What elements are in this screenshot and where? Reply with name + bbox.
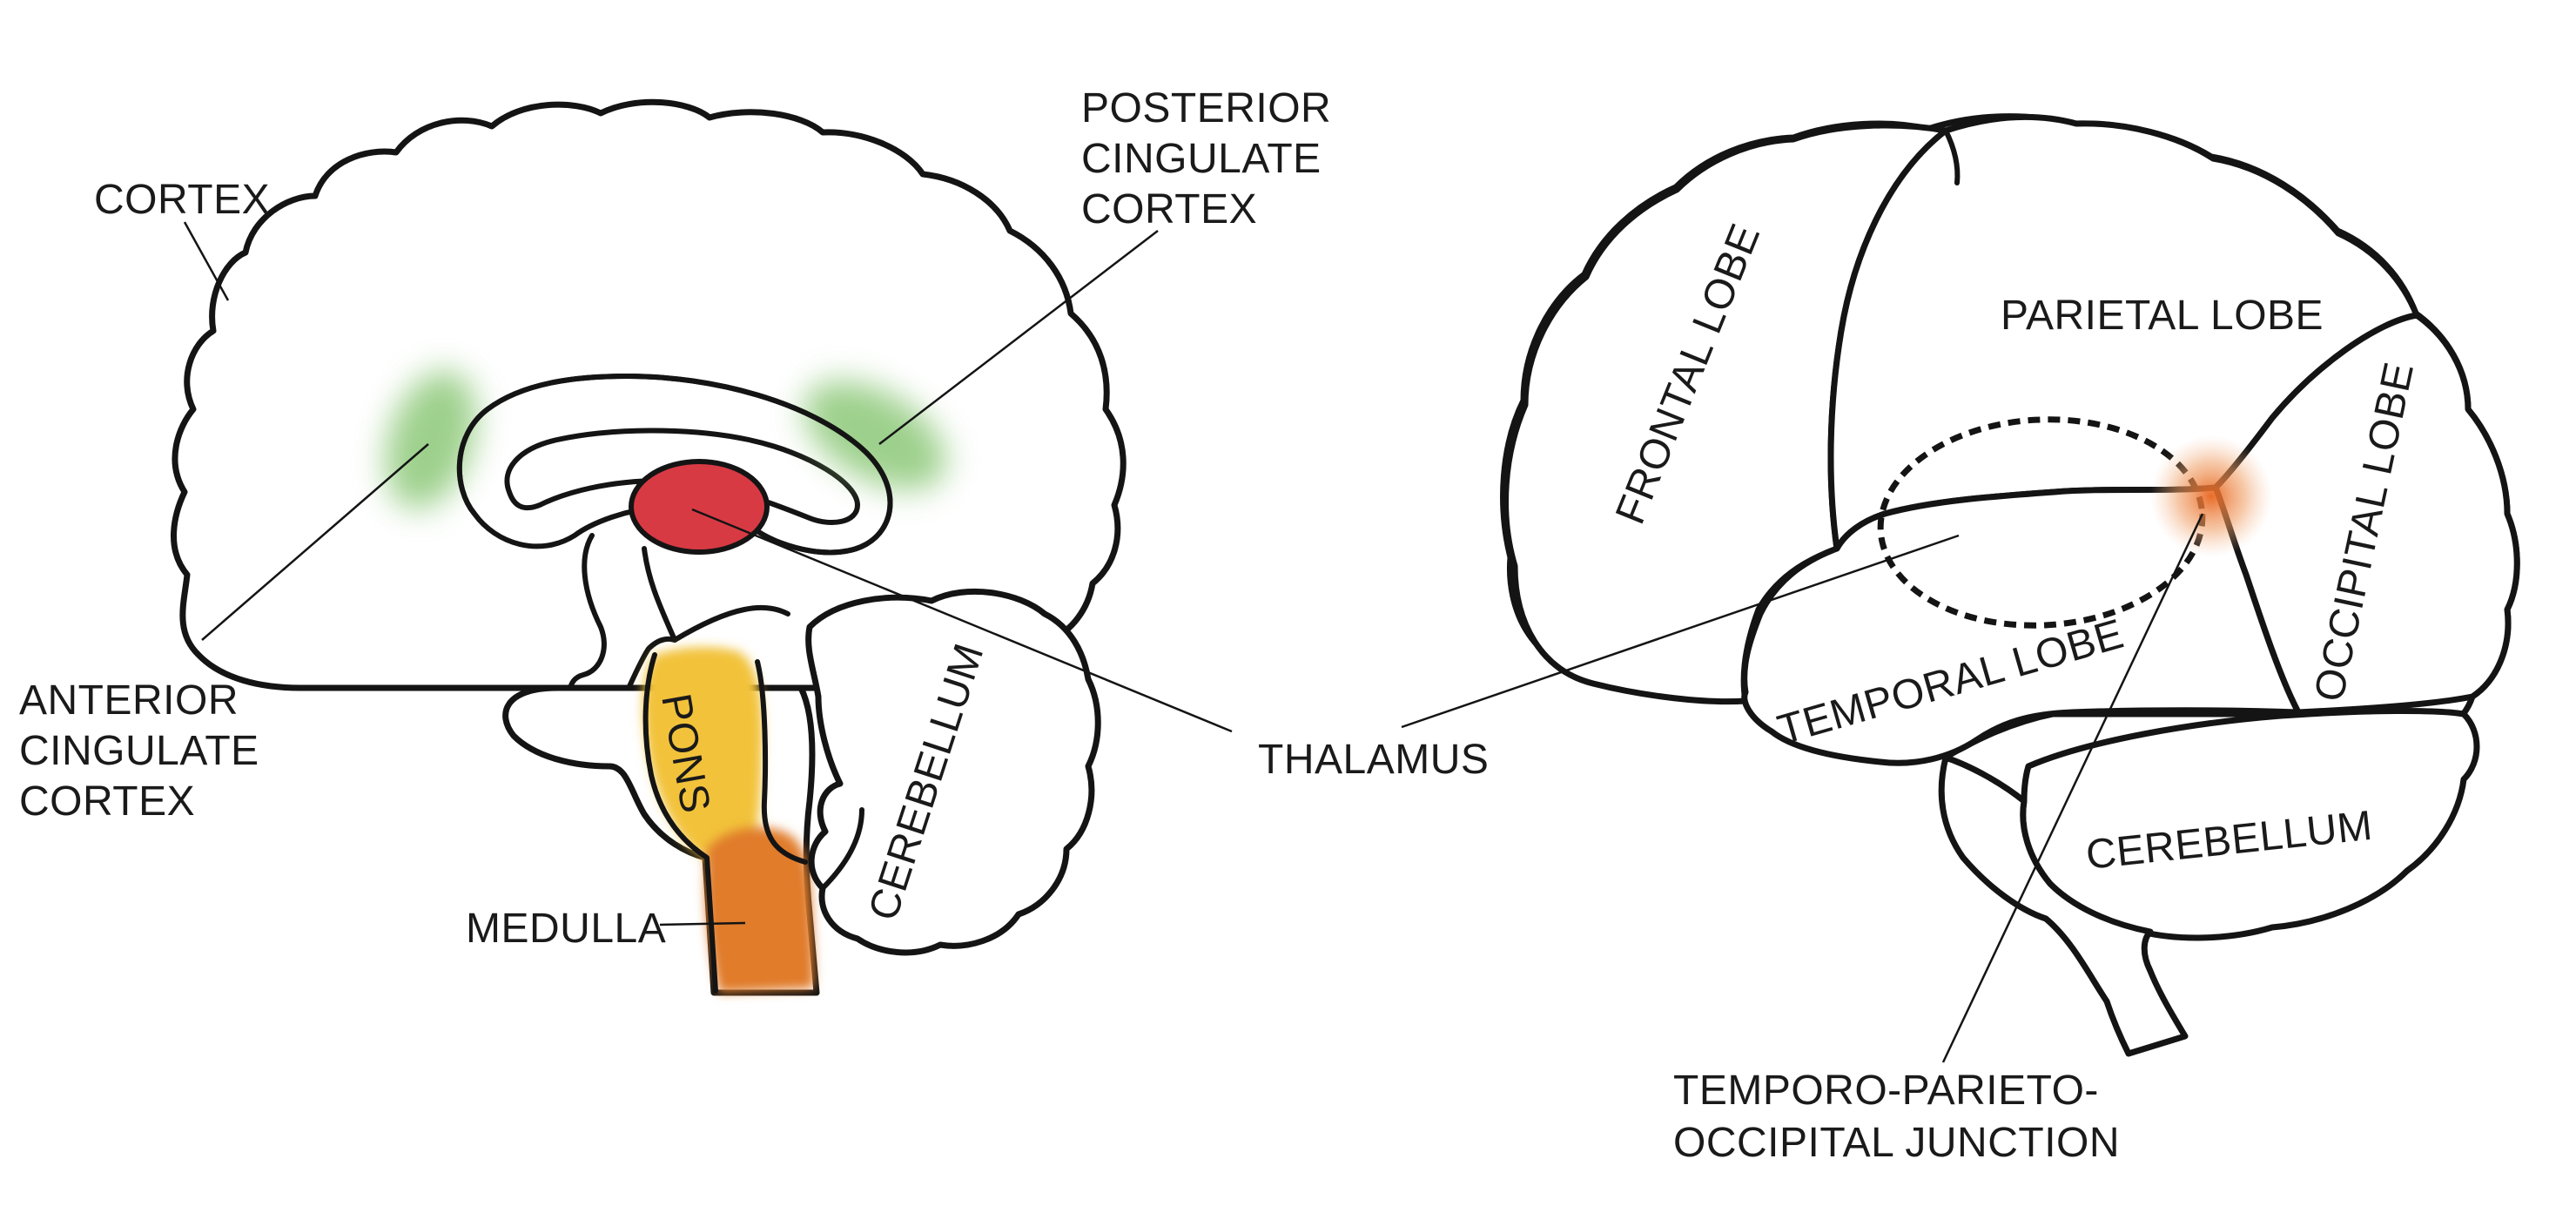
leader-thalamus-left [691, 508, 1233, 733]
label-medulla: MEDULLA [466, 906, 666, 952]
brainstem-lateral [1938, 754, 2189, 1057]
cerebellum-sagittal [805, 588, 1101, 956]
label-anterior-cingulate-3: CORTEX [19, 778, 195, 825]
leader-medulla [659, 921, 746, 926]
pons-lateral-edge [1943, 711, 2057, 760]
pons [642, 647, 763, 865]
anterior-cingulate-highlight [385, 370, 477, 509]
label-tpo-junction-2: OCCIPITAL JUNCTION [1673, 1120, 2120, 1166]
leader-thalamus-right [1401, 534, 1960, 729]
label-tpo-junction-1: TEMPORO-PARIETO- [1673, 1068, 2099, 1114]
lateral-ventricle [504, 428, 860, 525]
label-parietal-lobe: PARIETAL LOBE [2001, 293, 2324, 339]
fourth-ventricle [642, 546, 677, 643]
label-anterior-cingulate-2: CINGULATE [19, 728, 259, 774]
label-thalamus: THALAMUS [1258, 737, 1489, 783]
brainstem-top [672, 604, 790, 643]
sagittal-brain-view [171, 98, 1127, 996]
label-anterior-cingulate-1: ANTERIOR [19, 677, 239, 724]
cortex-outline [171, 98, 1127, 691]
posterior-cingulate-highlight [804, 381, 946, 490]
central-sulcus-top [1943, 128, 1961, 185]
temporal-lobe [1741, 484, 2302, 766]
label-cortex: CORTEX [94, 177, 270, 223]
label-posterior-cingulate-2: CINGULATE [1081, 136, 1322, 182]
cerebellum-fold [820, 807, 864, 891]
leader-cortex [183, 221, 230, 301]
label-posterior-cingulate-1: POSTERIOR [1081, 85, 1331, 131]
lateral-brain-view [1500, 113, 2520, 1057]
leader-lines [183, 221, 2204, 1063]
medulla [705, 827, 814, 993]
leader-tpo [1941, 513, 2204, 1063]
leader-anterior-cingulate [201, 443, 429, 641]
pons-outline [642, 652, 718, 994]
pons-right-edge [755, 659, 808, 865]
label-posterior-cingulate-3: CORTEX [1081, 186, 1257, 232]
tpo-junction-highlight [2150, 435, 2272, 557]
leader-posterior-cingulate [878, 230, 1159, 445]
thalamus [629, 459, 770, 555]
corpus-callosum-stroke [456, 374, 893, 556]
